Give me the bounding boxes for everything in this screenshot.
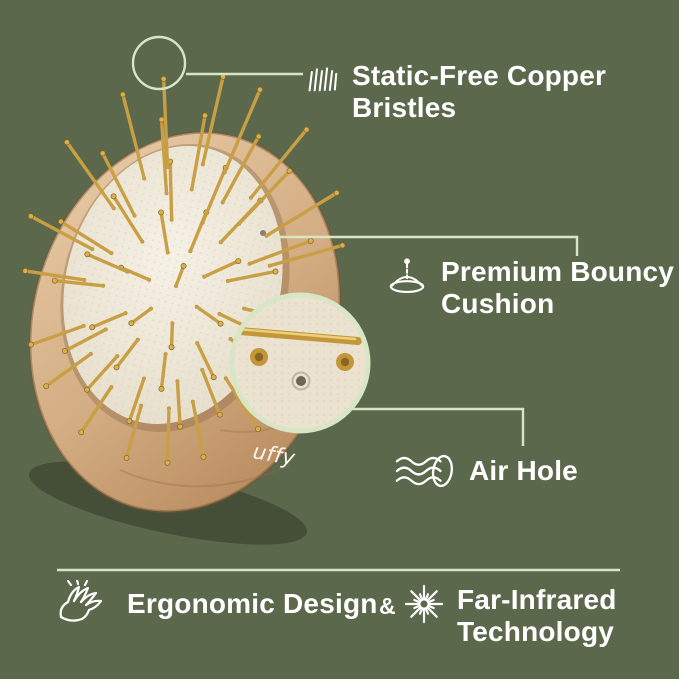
feature-label-line: Far-Infrared bbox=[457, 584, 617, 615]
magnified-pin bbox=[236, 327, 362, 345]
feature-label-line: Premium Bouncy bbox=[441, 256, 675, 287]
feature-label-line: Air Hole bbox=[469, 455, 578, 487]
feature-air-hole: Air Hole bbox=[394, 448, 578, 494]
cushion-air-hole bbox=[260, 230, 266, 236]
copper-bristles-icon bbox=[305, 63, 339, 93]
cushion-pin-icon bbox=[386, 256, 428, 298]
ampersand-text: & bbox=[379, 593, 396, 619]
feature-ergonomic-design: Ergonomic Design bbox=[56, 580, 378, 628]
hand-icon bbox=[56, 580, 114, 628]
feature-label-line: Bristles bbox=[352, 91, 457, 123]
callout-lines bbox=[57, 35, 620, 572]
air-waves-icon bbox=[394, 448, 456, 494]
copper-bristles bbox=[22, 73, 346, 466]
feature-static-free-copper-bristles: Static-Free Copper Bristles bbox=[305, 60, 606, 124]
feature-label-line: Ergonomic Design bbox=[127, 588, 378, 620]
magnified-air-hole bbox=[296, 376, 306, 386]
feature-premium-bouncy-cushion: Premium Bouncy Cushion bbox=[386, 256, 674, 320]
magnifier-detail bbox=[229, 292, 371, 434]
feature-label-line: Technology bbox=[457, 615, 615, 647]
feature-label: Premium Bouncy Cushion bbox=[441, 256, 674, 320]
feature-label: Ergonomic Design bbox=[127, 588, 378, 620]
callout-circle bbox=[131, 35, 187, 91]
feature-label: Far-Infrared Technology bbox=[457, 584, 617, 648]
sunburst-icon bbox=[404, 584, 444, 624]
feature-label: Static-Free Copper Bristles bbox=[352, 60, 606, 124]
feature-far-infrared-technology: Far-Infrared Technology bbox=[404, 584, 617, 648]
feature-label: Air Hole bbox=[469, 455, 578, 487]
feature-label-line: Static-Free Copper bbox=[352, 60, 607, 91]
feature-label-line: Cushion bbox=[441, 287, 555, 319]
